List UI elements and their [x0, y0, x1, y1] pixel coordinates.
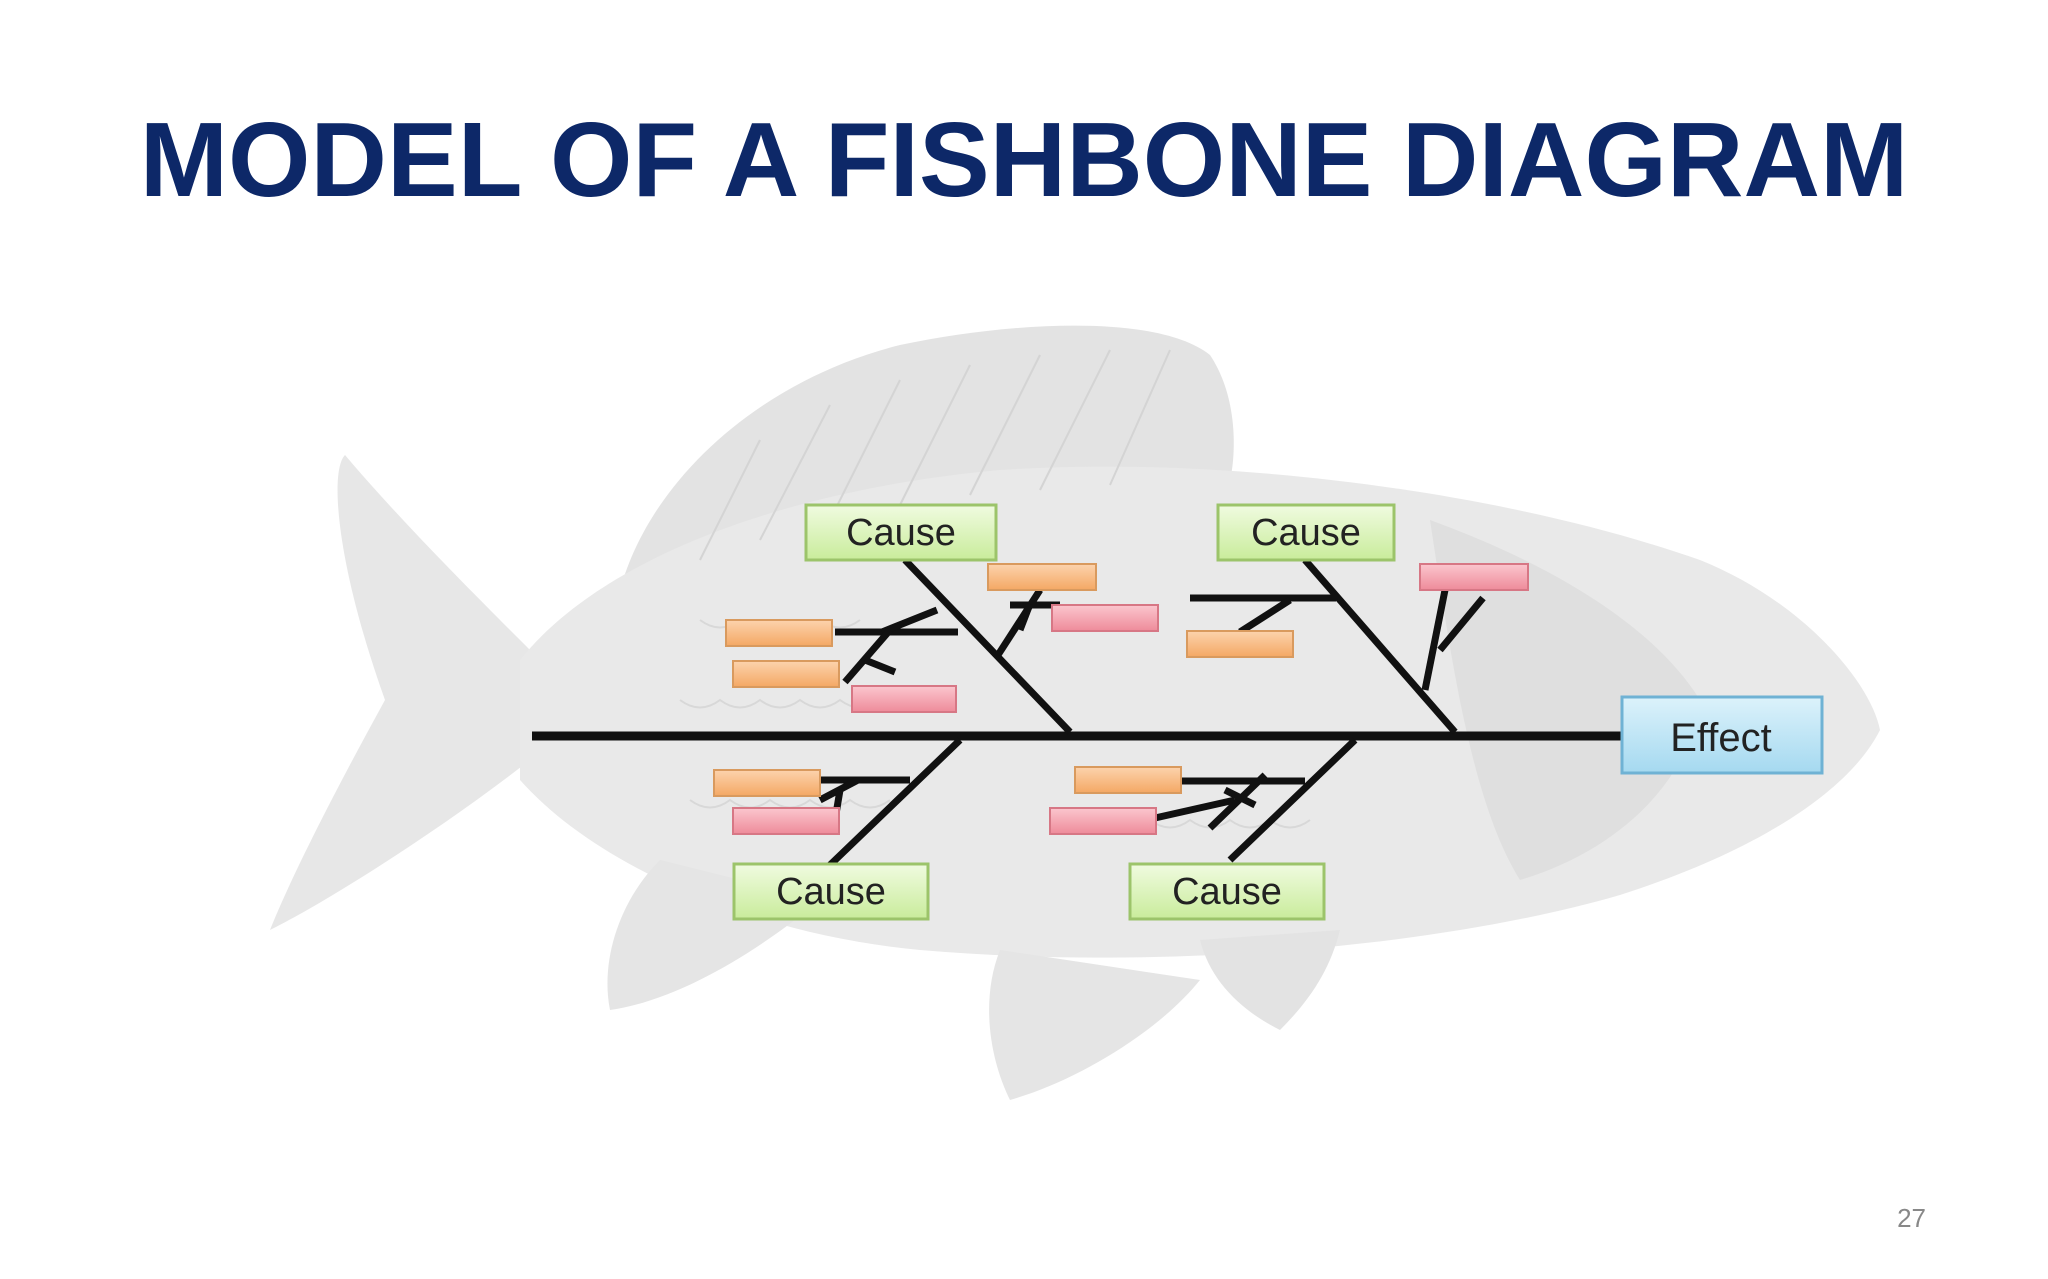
- subcause-box: [725, 619, 833, 647]
- subcause-box: [987, 563, 1097, 591]
- subcause-box: [732, 660, 840, 688]
- slide-title: MODEL OF A FISHBONE DIAGRAM: [139, 101, 1909, 219]
- subcause-box: [851, 685, 957, 713]
- subcause-box: [1074, 766, 1182, 794]
- cause-box-top-left: Cause: [804, 503, 998, 562]
- cause-box-bottom-left: Cause: [732, 862, 930, 921]
- cause-box-bottom-right: Cause: [1128, 862, 1326, 921]
- effect-label: Effect: [1670, 716, 1772, 760]
- page-number: 27: [1897, 1203, 1926, 1233]
- cause-label: Cause: [1172, 871, 1282, 913]
- branch-top-right: [1190, 557, 1486, 735]
- subcause-box: [1419, 563, 1529, 591]
- cause-label: Cause: [776, 871, 886, 913]
- cause-label: Cause: [846, 512, 956, 554]
- branch-bottom-right: [1154, 737, 1358, 863]
- subcause-box: [732, 807, 840, 835]
- subcause-box: [1186, 630, 1294, 658]
- subcause-box: [713, 769, 821, 797]
- subcause-box: [1051, 604, 1159, 632]
- subcause-box: [1049, 807, 1157, 835]
- cause-label: Cause: [1251, 512, 1361, 554]
- cause-box-top-right: Cause: [1216, 503, 1396, 562]
- subcause-boxes-orange: [713, 563, 1294, 797]
- subcause-boxes-pink: [732, 563, 1529, 835]
- effect-box: Effect: [1620, 695, 1824, 775]
